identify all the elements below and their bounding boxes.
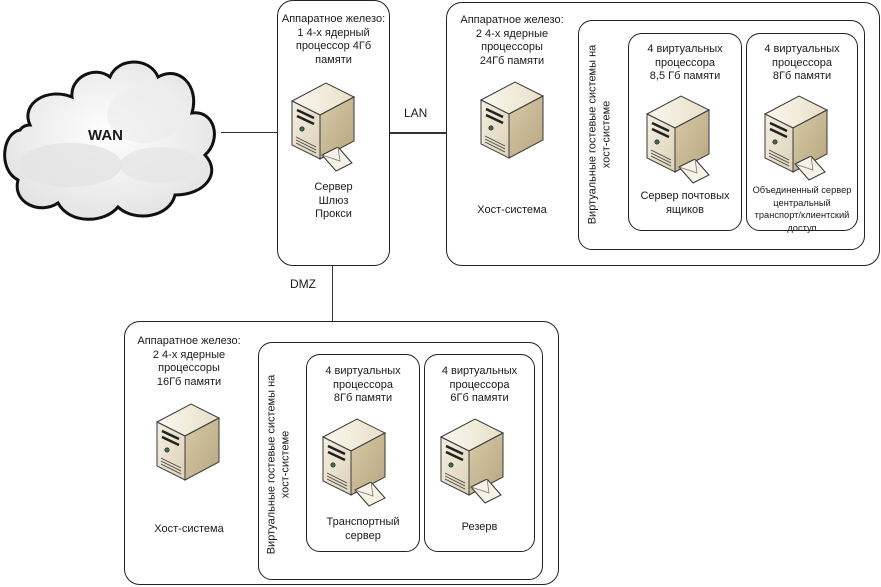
gateway-server-box: Аппаратное железо: 1 4-х ядерный процесс… [277,0,390,266]
server-icon [155,400,221,484]
host-lan-label: Хост-система [477,204,547,216]
mail-icon [320,147,354,173]
vm-reserve-box: 4 виртуальных процессора 6Гб памяти Резе… [424,354,535,552]
dmz-label: DMZ [290,277,316,291]
mail-icon [469,479,503,505]
wan-label: WAN [88,127,123,144]
vm-role-label: Сервер почтовых ящиков [640,190,730,216]
dmz-link [332,265,333,322]
vm-mailbox-box: 4 виртуальных процессора 8,5 Гб памяти С… [628,33,742,231]
host-dmz-guests-label: Виртуальные гостевые системы на хост-сис… [265,374,292,555]
lan-label: LAN [404,106,428,120]
host-dmz-guests-box: Виртуальные гостевые системы на хост-сис… [258,342,543,580]
mail-icon [353,482,387,508]
host-lan-box: Аппаратное железо: 2 4-х ядерные процесс… [446,2,880,266]
server-icon [479,78,545,162]
wan-gateway-link [221,132,278,133]
vm-role-label: Резерв [461,521,498,533]
host-dmz-hardware-label: Аппаратное железо: 2 4-х ядерные процесс… [137,335,241,388]
vm-specs-label: 4 виртуальных процессора 8Гб памяти [325,365,401,404]
host-lan-guests-box: Виртуальные гостевые системы на хост-сис… [578,20,865,250]
lan-link [389,132,446,134]
vm-role-label: Объединенный сервер центральный транспор… [752,185,852,233]
vm-hub-cas-box: 4 виртуальных процессора 8Гб памяти Объе… [746,33,858,233]
wan-cloud: WAN [0,55,222,225]
vm-specs-label: 4 виртуальных процессора 8,5 Гб памяти [647,43,723,82]
gateway-roles-label: Сервер Шлюз Прокси [314,181,353,220]
gateway-hardware-label: Аппаратное железо: 1 4-х ядерный процесс… [281,13,386,66]
cloud-icon [3,60,216,221]
vm-transport-box: 4 виртуальных процессора 8Гб памяти Тран… [306,354,420,552]
mail-icon [793,156,827,182]
host-lan-guests-label: Виртуальные гостевые системы на хост-сис… [586,44,613,225]
host-dmz-box: Аппаратное железо: 2 4-х ядерные процесс… [124,321,559,585]
vm-specs-label: 4 виртуальных процессора 8Гб памяти [764,43,840,82]
host-dmz-label: Хост-система [154,523,224,535]
vm-role-label: Транспортный сервер [326,516,400,542]
vm-specs-label: 4 виртуальных процессора 6Гб памяти [441,365,518,404]
mail-icon [677,159,711,185]
host-lan-hardware-label: Аппаратное железо: 2 4-х ядерные процесс… [460,14,564,67]
